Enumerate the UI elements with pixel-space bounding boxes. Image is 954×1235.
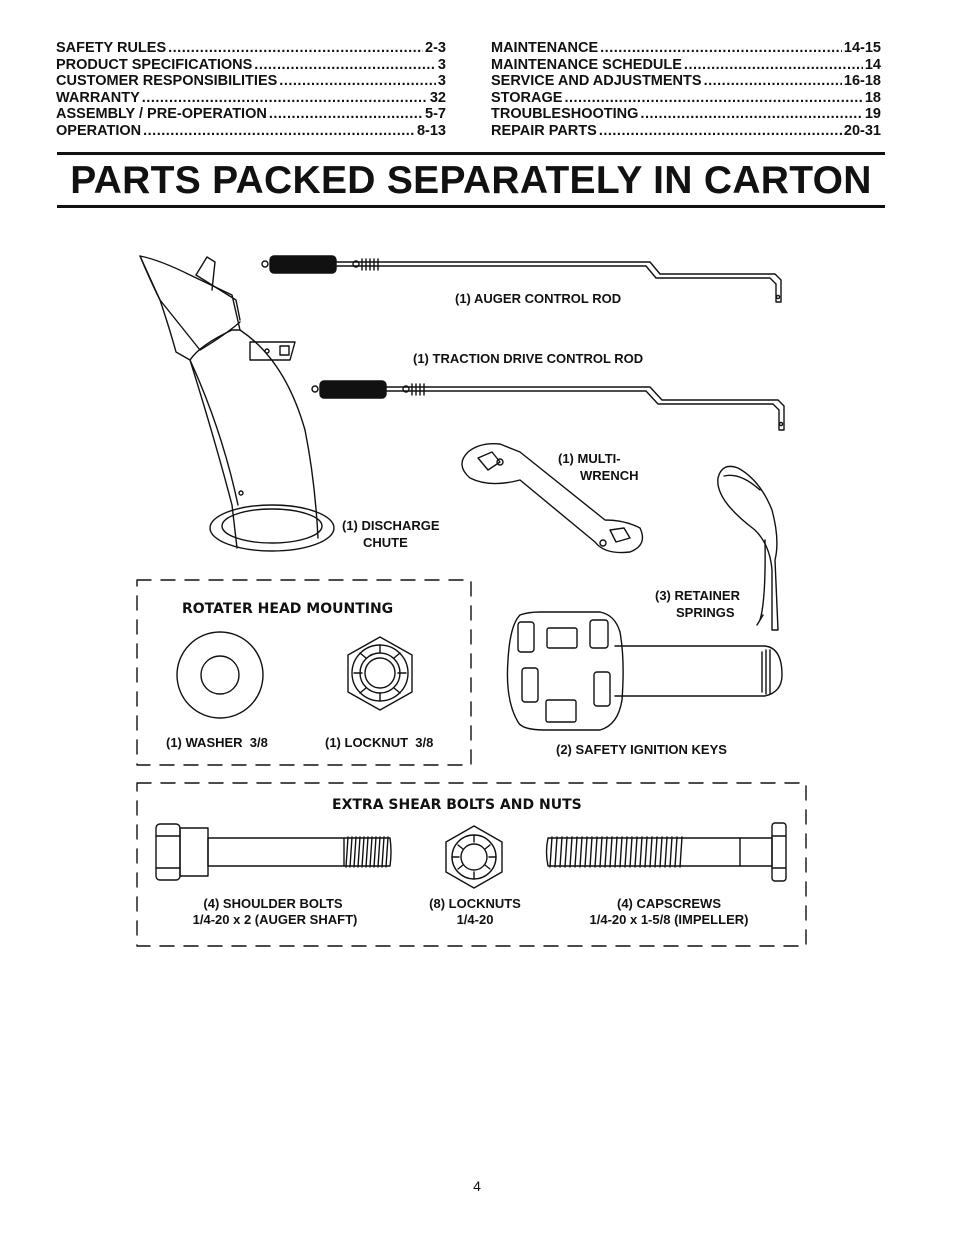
shoulder-bolt-icon (155, 823, 392, 881)
toc-entry-label: TROUBLESHOOTING (491, 106, 639, 122)
toc-entry-label: SERVICE AND ADJUSTMENTS (491, 73, 702, 89)
toc-entry-label: SAFETY RULES (56, 40, 167, 56)
springs-label-line1: (3) RETAINER (655, 588, 741, 603)
locknuts-label-line1: (8) LOCKNUTS (429, 896, 521, 911)
page-title: PARTS PACKED SEPARATELY IN CARTON (70, 159, 872, 202)
toc-entry: WARRANTY 32 (56, 90, 446, 107)
shear-bolts-box (136, 782, 807, 947)
toc-entry-label: OPERATION (56, 122, 142, 139)
toc-entry: REPAIR PARTS 20-31 (491, 123, 881, 140)
toc-entry: ASSEMBLY / PRE-OPERATION 5-7 (56, 106, 446, 123)
toc-entry-label: ASSEMBLY / PRE-OPERATION (56, 106, 267, 122)
toc-entry: PRODUCT SPECIFICATIONS 3 (56, 57, 446, 74)
toc-entry-page: 20-31 (843, 122, 881, 139)
title-top-rule (57, 152, 885, 155)
toc-entry: CUSTOMER RESPONSIBILITIES 3 (56, 73, 446, 90)
toc-entry: SAFETY RULES 2-3 (56, 40, 446, 57)
discharge-chute-icon (139, 255, 335, 552)
locknuts-label-line2: 1/4-20 (457, 912, 494, 927)
bolts-label-line1: (4) SHOULDER BOLTS (203, 896, 342, 911)
rotater-heading: ROTATER HEAD MOUNTING (182, 601, 393, 617)
chute-label-line2: CHUTE (363, 535, 408, 550)
toc-entry-page: 16-18 (843, 73, 881, 89)
springs-label-line2: SPRINGS (676, 605, 735, 620)
toc-entry-label: PRODUCT SPECIFICATIONS (56, 56, 253, 73)
capscrew-icon (545, 822, 787, 882)
keys-label: (2) SAFETY IGNITION KEYS (556, 742, 727, 757)
toc-entry: OPERATION 8-13 (56, 123, 446, 140)
wrench-label-line2: WRENCH (580, 468, 639, 483)
multi-wrench-icon (461, 442, 644, 554)
toc-entry-label: MAINTENANCE SCHEDULE (491, 56, 682, 73)
toc-entry-page: 3 (437, 56, 446, 73)
washer-icon (176, 631, 264, 719)
toc-entry-label: STORAGE (491, 89, 563, 106)
toc-entry-page: 8-13 (416, 122, 446, 139)
toc-entry-page: 18 (864, 89, 881, 106)
washer-label: (1) WASHER 3/8 (166, 735, 268, 750)
toc-entry-page: 2-3 (425, 40, 446, 56)
toc-entry: TROUBLESHOOTING 19 (491, 106, 881, 123)
toc-entry-page: 14 (864, 56, 881, 73)
chute-label-line1: (1) DISCHARGE (342, 518, 440, 533)
page-number: 4 (473, 1178, 481, 1194)
auger-control-rod-icon (261, 255, 782, 303)
traction-rod-label: (1) TRACTION DRIVE CONTROL ROD (413, 351, 643, 366)
small-locknut-icon (445, 825, 503, 889)
traction-rod-icon (311, 380, 785, 431)
locknut-label: (1) LOCKNUT 3/8 (325, 735, 433, 750)
toc-entry-page: 14-15 (843, 40, 881, 56)
toc-entry-label: REPAIR PARTS (491, 122, 597, 139)
toc-entry: STORAGE 18 (491, 90, 881, 107)
toc-entry-label: WARRANTY (56, 89, 140, 106)
toc-entry-page: 19 (864, 106, 881, 122)
title-bottom-rule (57, 205, 885, 208)
retainer-spring-icon (717, 465, 779, 631)
toc-entry-label: CUSTOMER RESPONSIBILITIES (56, 73, 278, 89)
locknut-icon (347, 636, 413, 711)
auger-rod-label: (1) AUGER CONTROL ROD (455, 291, 621, 306)
toc-entry-label: MAINTENANCE (491, 40, 599, 56)
ignition-key-icon (506, 611, 783, 731)
wrench-label-line1: (1) MULTI- (558, 451, 621, 466)
bolts-label-line2: 1/4-20 x 2 (AUGER SHAFT) (193, 912, 358, 927)
rotater-head-box (136, 579, 472, 766)
shear-heading: EXTRA SHEAR BOLTS AND NUTS (332, 797, 582, 813)
toc-entry: MAINTENANCE 14-15 (491, 40, 881, 57)
toc-entry: SERVICE AND ADJUSTMENTS 16-18 (491, 73, 881, 90)
toc-entry-page: 3 (437, 73, 446, 89)
capscrews-label-line1: (4) CAPSCREWS (617, 896, 721, 911)
toc-entry: MAINTENANCE SCHEDULE 14 (491, 57, 881, 74)
toc-entry-page: 5-7 (425, 106, 446, 122)
capscrews-label-line2: 1/4-20 x 1-5/8 (IMPELLER) (590, 912, 749, 927)
toc-entry-page: 32 (429, 89, 446, 106)
